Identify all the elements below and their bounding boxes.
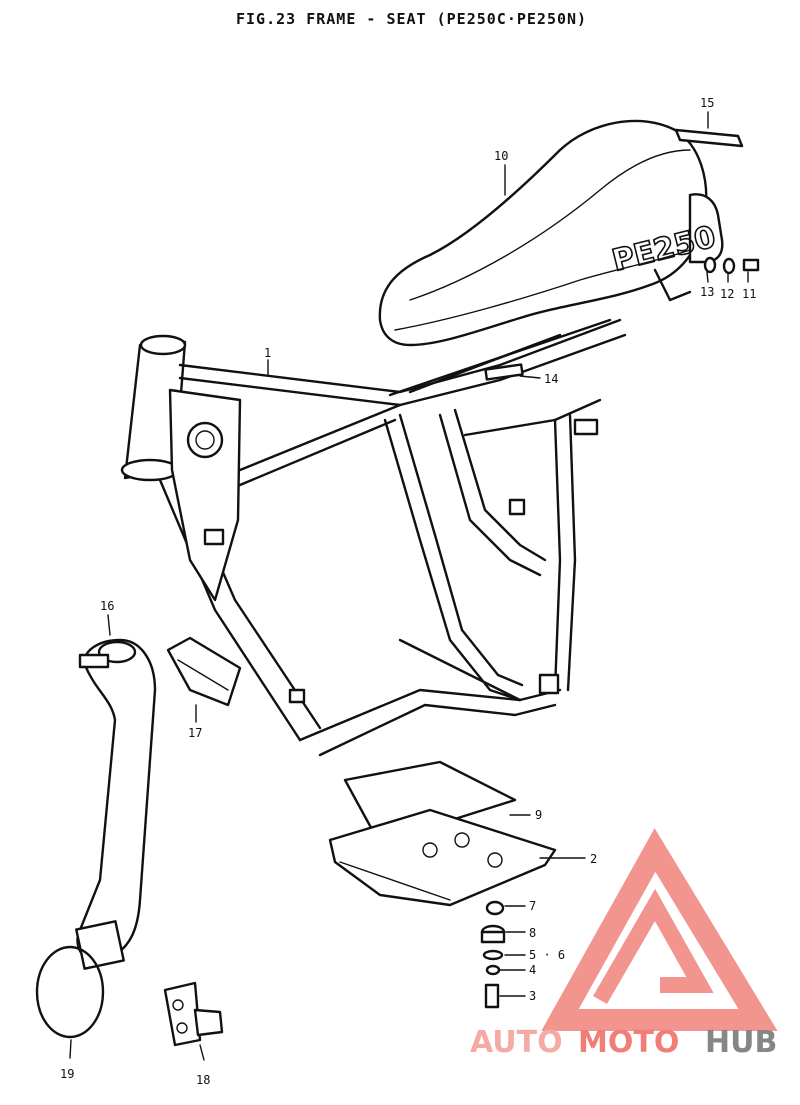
kick-lever: [75, 638, 157, 970]
label-11: 11: [742, 287, 756, 301]
watermark-logo: AUTO MOTO HUB: [470, 828, 778, 1060]
label-4: 4: [529, 963, 536, 977]
label-5-6: 5 · 6: [529, 948, 565, 962]
hardware-stack: [480, 900, 506, 1009]
label-15: 15: [700, 96, 714, 110]
footrest-pad: [166, 636, 242, 707]
label-8: 8: [529, 926, 536, 940]
label-17: 17: [188, 726, 202, 740]
label-18: 18: [196, 1073, 210, 1087]
label-19: 19: [60, 1067, 74, 1081]
label-9: 9: [535, 808, 542, 822]
figure-title: FIG.23 FRAME - SEAT (PE250C·PE250N): [236, 10, 588, 28]
watermark-hub: HUB: [705, 1025, 777, 1060]
label-1: 1: [264, 346, 271, 360]
seat: PE250: [378, 119, 724, 347]
leader-lines: [69, 111, 749, 1061]
label-13: 13: [700, 285, 714, 299]
label-12: 12: [720, 287, 734, 301]
skid-plate: [328, 760, 557, 907]
label-7: 7: [529, 899, 536, 913]
frame: [120, 318, 627, 757]
ring-seal: [35, 945, 105, 1039]
label-16: 16: [100, 599, 114, 613]
label-2: 2: [590, 852, 597, 866]
part-labels: 1 2 3 4 5 · 6 7 8 9 10 11 12 13 14 15 16…: [60, 96, 756, 1087]
label-3: 3: [529, 989, 536, 1003]
watermark-moto: MOTO: [578, 1025, 679, 1060]
label-10: 10: [494, 149, 508, 163]
bracket: [163, 981, 224, 1047]
label-14: 14: [544, 372, 558, 386]
seat-hardware: [674, 128, 760, 275]
watermark-auto: AUTO: [470, 1025, 563, 1060]
